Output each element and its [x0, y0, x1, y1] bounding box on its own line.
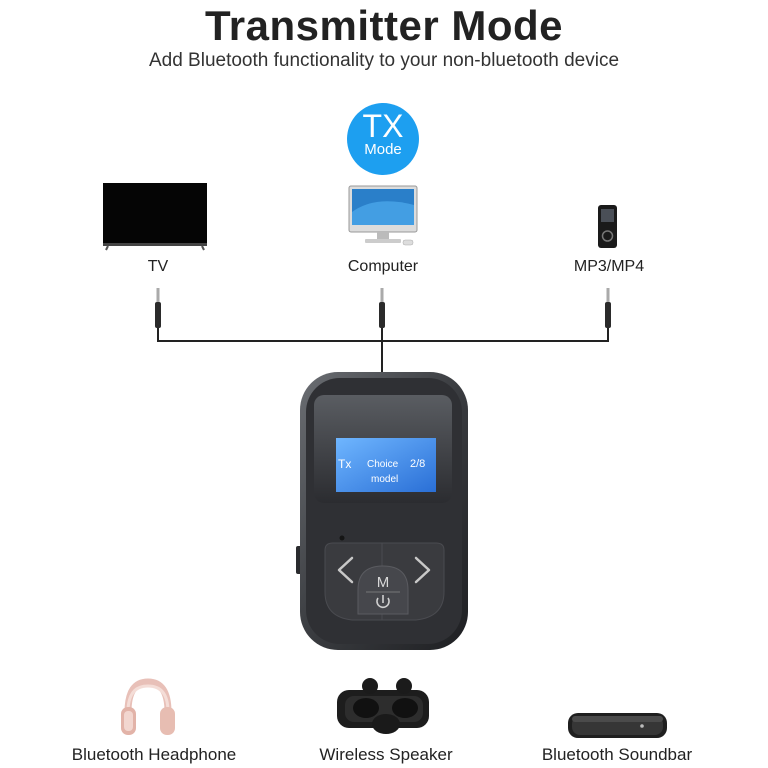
mp3-aux-plug	[605, 288, 611, 328]
mode-button-label: M	[377, 574, 390, 591]
source-label-mp3: MP3/MP4	[573, 258, 645, 275]
mode-button	[357, 565, 409, 615]
power-icon	[376, 597, 390, 609]
output-label-soundbar: Bluetooth Soundbar	[541, 745, 693, 764]
screen-counter-text: 2/8	[410, 458, 425, 470]
source-label-computer: Computer	[347, 258, 419, 275]
mp3-player-icon	[598, 205, 617, 248]
page-subtitle: Add Bluetooth functionality to your non-…	[148, 50, 620, 71]
status-led	[339, 535, 345, 541]
page-title: Transmitter Mode	[204, 2, 564, 49]
lcd-screen	[336, 438, 436, 492]
source-label-tv: TV	[147, 258, 169, 275]
headphone-icon	[121, 678, 175, 735]
tx-mode-badge: TX Mode	[347, 103, 419, 175]
computer-icon	[348, 185, 418, 246]
badge-tx-text: TX	[362, 108, 404, 144]
screen-mode-text: Tx	[338, 457, 351, 471]
earbuds-icon	[337, 678, 429, 734]
computer-aux-plug	[379, 288, 385, 328]
output-label-speaker: Wireless Speaker	[319, 745, 453, 764]
soundbar-icon	[568, 713, 667, 738]
left-arrow-icon	[337, 556, 354, 584]
tv-aux-plug	[155, 288, 161, 328]
connection-cable	[157, 328, 609, 372]
transmitter-device: Tx Choice 2/8 model M	[296, 372, 468, 650]
badge-mode-text: Mode	[364, 141, 402, 158]
right-arrow-icon	[414, 556, 431, 584]
tv-icon	[103, 183, 207, 251]
output-label-headphone: Bluetooth Headphone	[71, 745, 237, 764]
screen-choice-text: Choice	[367, 459, 399, 470]
screen-model-text: model	[371, 474, 398, 485]
